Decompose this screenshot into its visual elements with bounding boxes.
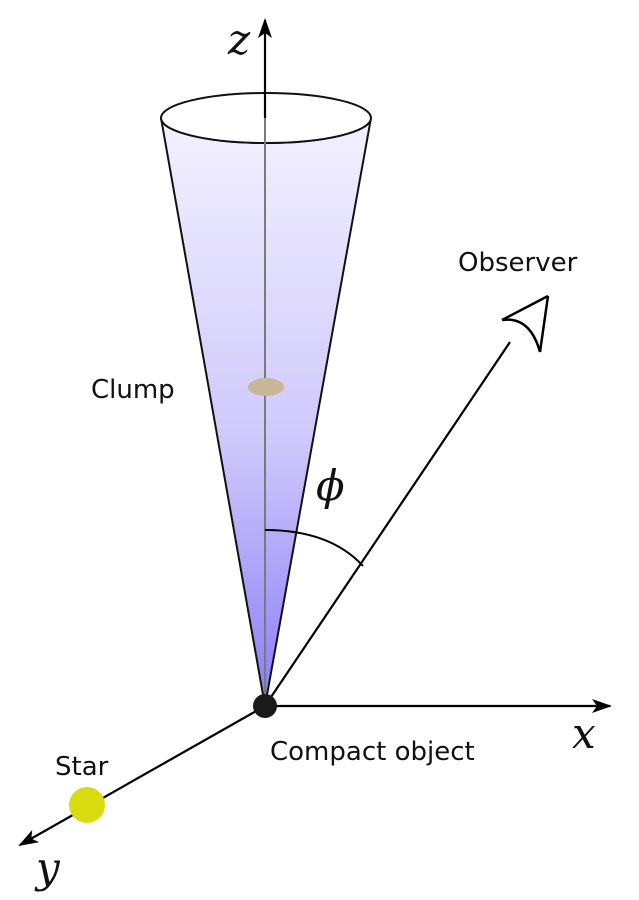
x-axis-label: x [572, 709, 596, 758]
star-dot [69, 787, 105, 823]
observer-label: Observer [458, 248, 578, 278]
clump-label: Clump [91, 375, 175, 405]
angle-label: ϕ [316, 461, 345, 510]
y-axis [18, 705, 266, 846]
compact-object-dot [253, 694, 277, 718]
clump [248, 378, 284, 396]
observer-line [264, 341, 511, 707]
y-axis-label: y [34, 843, 61, 892]
eye-icon [501, 294, 550, 353]
z-axis-label: z [227, 15, 251, 64]
compact-object-label: Compact object [270, 737, 475, 767]
star-label: Star [55, 752, 109, 782]
angle-arc [264, 529, 364, 567]
